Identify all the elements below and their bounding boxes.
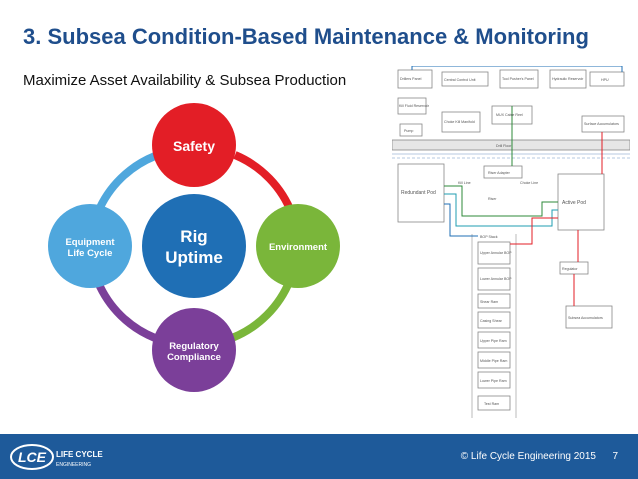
slide-subtitle: Maximize Asset Availability & Subsea Pro… [23, 72, 347, 89]
regulatory-label-1: Regulatory [169, 341, 219, 352]
arc-equipment-safety [94, 152, 157, 214]
footer-bar: LCE LIFE CYCLE ENGINEERING © Life Cycle … [0, 434, 638, 479]
page-number: 7 [612, 451, 618, 462]
sch-active-pod: Active Pod [562, 200, 586, 206]
sch-kill-fluid-reservoir: Kill Fluid Reservoir [399, 104, 430, 108]
center-label-2: Uptime [165, 248, 223, 267]
cycle-diagram: Safety Environment Regulatory Compliance… [48, 103, 340, 392]
sch-upper-annular: Upper Annular BOP [480, 251, 512, 255]
sch-tool-pusher: Tool Pusher's Panel [502, 77, 534, 81]
logo-lce: LCE [18, 449, 47, 465]
safety-label: Safety [173, 138, 215, 154]
sch-drillers-panel: Drillers Panel [400, 77, 422, 81]
sch-hydraulic-reservoir: Hydraulic Reservoir [552, 77, 584, 81]
sch-middle-pipe-ram: Middle Pipe Ram [480, 359, 507, 363]
sch-surface-accumulators: Surface Accumulators [584, 122, 619, 126]
arc-regulatory-equipment [94, 280, 157, 342]
logo-brand-2: ENGINEERING [56, 462, 91, 468]
equipment-label-2: Life Cycle [68, 248, 113, 259]
bop-control-schematic: Drillers Panel Central Control Unit Tool… [392, 66, 630, 418]
sch-casing-shear: Casing Shear [480, 319, 503, 323]
environment-label: Environment [269, 242, 328, 253]
sch-redundant-pod: Redundant Pod [401, 190, 436, 196]
slide-title: 3. Subsea Condition-Based Maintenance & … [23, 24, 589, 49]
sch-regulator: Regulator [562, 267, 578, 271]
equipment-node [48, 204, 132, 288]
sch-mux-cable-reel: MUX Cable Reel [496, 113, 523, 117]
arc-safety-environment [233, 151, 296, 216]
sch-subsea-accumulators: Subsea Accumulators [568, 316, 603, 320]
logo-brand-1: LIFE CYCLE [56, 450, 103, 459]
copyright-text: © Life Cycle Engineering 2015 [460, 451, 596, 462]
environment-node [256, 204, 340, 288]
rig-uptime-node [142, 194, 246, 298]
sch-hpu: HPU [601, 78, 609, 82]
sch-riser: Riser [488, 197, 497, 201]
sch-drill-floor: Drill Floor [496, 144, 512, 148]
sch-lower-pipe-ram: Lower Pipe Ram [480, 379, 507, 383]
equipment-label-1: Equipment [65, 237, 115, 248]
regulatory-node [152, 308, 236, 392]
sch-upper-pipe-ram: Upper Pipe Ram [480, 339, 507, 343]
arc-environment-regulatory [230, 278, 294, 342]
safety-node [152, 103, 236, 187]
sch-kill-line: Kill Line [458, 181, 471, 185]
center-label-1: Rig [180, 227, 207, 246]
regulatory-label-2: Compliance [167, 352, 221, 363]
sch-choke-line: Choke Line [520, 181, 538, 185]
sch-shear-ram: Shear Ram [480, 300, 498, 304]
sch-lower-annular: Lower Annular BOP [480, 277, 512, 281]
sch-pump: Pump [404, 129, 413, 133]
sch-test-ram: Test Ram [484, 402, 499, 406]
lce-logo: LCE LIFE CYCLE ENGINEERING [10, 444, 103, 470]
sch-riser-adapter: Riser Adapter [488, 171, 511, 175]
sch-choke-kill-manifold: Choke Kill Manifold [444, 120, 475, 124]
sch-central-control: Central Control Unit [444, 78, 476, 82]
sch-bop-stack: BOP Stack [480, 235, 498, 239]
